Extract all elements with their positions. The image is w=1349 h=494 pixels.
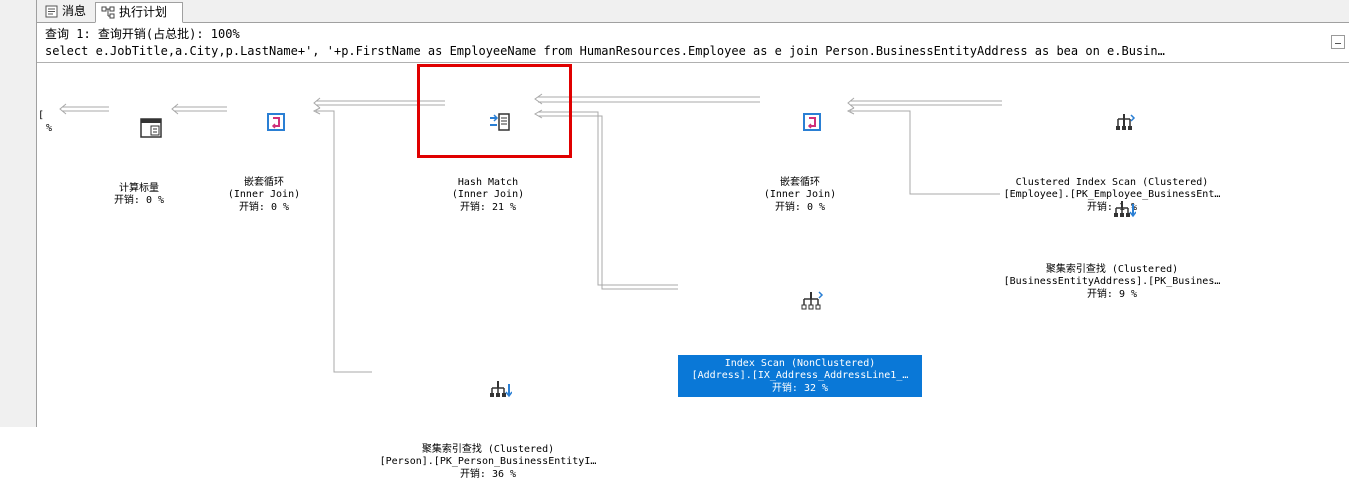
- key-lookup-icon: [362, 365, 614, 417]
- plan-edge: [533, 109, 678, 290]
- left-gutter: [0, 0, 37, 427]
- execution-plan-icon: [101, 6, 115, 19]
- expand-sql-button[interactable]: [1331, 35, 1345, 49]
- query-cost-line: 查询 1: 查询开销(占总批): 100%: [45, 27, 240, 41]
- sql-text-line[interactable]: select e.JobTitle,a.City,p.LastName+', '…: [45, 44, 1165, 58]
- node-join-type: (Inner Join): [451, 189, 525, 200]
- hash-match-icon: [440, 98, 536, 150]
- node-cost: 开销: 36 %: [459, 468, 517, 480]
- plan-edge: [313, 97, 445, 109]
- tab-execution-plan-label: 执行计划: [119, 5, 168, 19]
- plan-node-key-lookup[interactable]: 聚集索引查找 (Clustered)[Person].[PK_Person_Bu…: [362, 340, 614, 494]
- node-cost: 开销: 9 %: [1086, 288, 1138, 300]
- clipped-node-fragment: %: [46, 123, 53, 134]
- plan-edge: [59, 103, 109, 115]
- node-label: 聚集索引查找 (Clustered): [1045, 263, 1179, 275]
- node-cost: 开销: 32 %: [771, 382, 829, 394]
- index-scan-icon: [678, 276, 922, 328]
- plan-edge: [847, 97, 1002, 109]
- tab-messages-label: 消息: [62, 4, 87, 18]
- node-cost: 开销: 0 %: [238, 201, 290, 213]
- node-cost: 开销: 21 %: [459, 201, 517, 213]
- plan-node-index-scan[interactable]: Index Scan (NonClustered)[Address].[IX_A…: [678, 251, 922, 409]
- node-label: Clustered Index Scan (Clustered): [1015, 176, 1209, 188]
- node-label: 嵌套循环: [780, 176, 820, 188]
- plan-edge: [312, 107, 372, 373]
- plan-node-compute-scalar[interactable]: 计算标量开销: 0 %: [98, 79, 180, 220]
- plan-node-hash-match[interactable]: Hash Match(Inner Join)开销: 21 %: [440, 73, 536, 227]
- node-object: [Employee].[PK_Employee_BusinessEnt…: [1003, 189, 1221, 200]
- plan-edge: [171, 103, 227, 115]
- plan-edge: [534, 93, 760, 105]
- node-cost: 开销: 0 %: [113, 195, 165, 206]
- node-cost: 开销: 0 %: [774, 201, 826, 213]
- clustered-index-scan-icon: [986, 98, 1238, 150]
- nested-loops-icon: [752, 98, 848, 150]
- clipped-node-fragment: [: [38, 110, 45, 121]
- node-object: [Person].[PK_Person_BusinessEntityI…: [379, 456, 597, 467]
- node-label: 嵌套循环: [244, 176, 284, 188]
- tab-messages[interactable]: 消息: [40, 2, 95, 21]
- plan-node-nested-loops[interactable]: 嵌套循环(Inner Join)开销: 0 %: [752, 73, 848, 227]
- node-label: Hash Match: [457, 176, 519, 188]
- plan-node-nested-loops[interactable]: 嵌套循环(Inner Join)开销: 0 %: [216, 73, 312, 227]
- nested-loops-icon: [216, 98, 312, 150]
- plan-header: 查询 1: 查询开销(占总批): 100% select e.JobTitle,…: [37, 23, 1349, 63]
- result-tabs: 消息 执行计划: [37, 0, 1349, 23]
- node-label: 聚集索引查找 (Clustered): [421, 443, 555, 455]
- key-lookup-icon: [986, 185, 1238, 237]
- tab-execution-plan[interactable]: 执行计划: [95, 2, 183, 23]
- plan-node-key-lookup[interactable]: 聚集索引查找 (Clustered)[BusinessEntityAddress…: [986, 160, 1238, 314]
- messages-icon: [45, 5, 58, 18]
- plan-canvas: [59, 93, 1002, 373]
- node-join-type: (Inner Join): [763, 189, 837, 200]
- node-join-type: (Inner Join): [227, 189, 301, 200]
- node-object: [BusinessEntityAddress].[PK_Busines…: [1003, 276, 1221, 287]
- plan-edge: [846, 107, 1000, 195]
- node-label: 计算标量: [119, 182, 159, 194]
- node-label: Index Scan (NonClustered): [724, 357, 876, 369]
- node-object: [Address].[IX_Address_AddressLine1_…: [691, 370, 909, 381]
- compute-scalar-icon: [98, 104, 180, 156]
